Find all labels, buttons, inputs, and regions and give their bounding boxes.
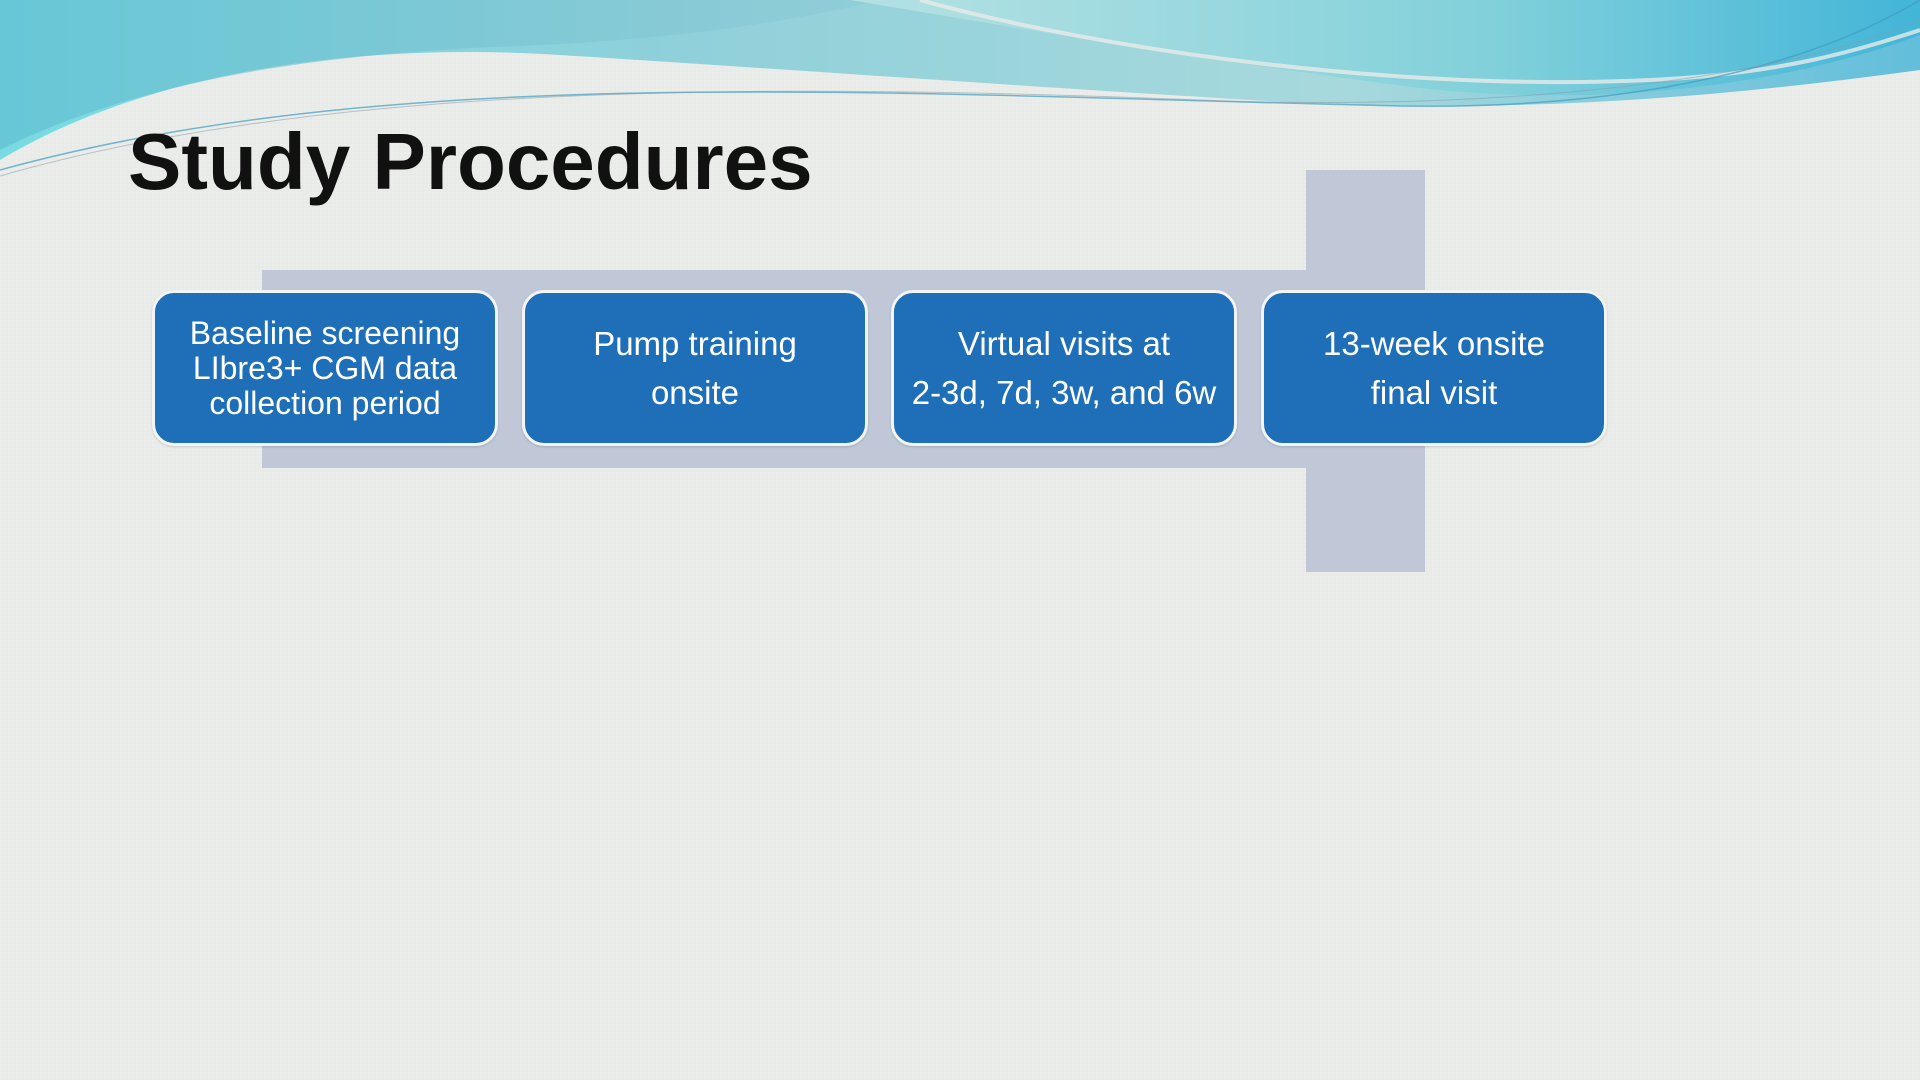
step-box-virtual-visits: Virtual visits at 2-3d, 7d, 3w, and 6w	[891, 290, 1237, 446]
step-box-final-visit: 13-week onsite final visit	[1261, 290, 1607, 446]
header-wave-decoration	[0, 0, 1920, 177]
slide-title: Study Procedures	[128, 117, 813, 206]
step-text: Pump training onsite	[593, 325, 797, 411]
step-box-pump-training: Pump training onsite	[522, 290, 868, 446]
step-box-baseline-screening: Baseline screening LIbre3+ CGM data coll…	[152, 290, 498, 446]
step-text: 13-week onsite final visit	[1323, 325, 1545, 411]
step-text: Virtual visits at 2-3d, 7d, 3w, and 6w	[911, 325, 1217, 411]
step-text: Baseline screening LIbre3+ CGM data coll…	[189, 314, 461, 421]
